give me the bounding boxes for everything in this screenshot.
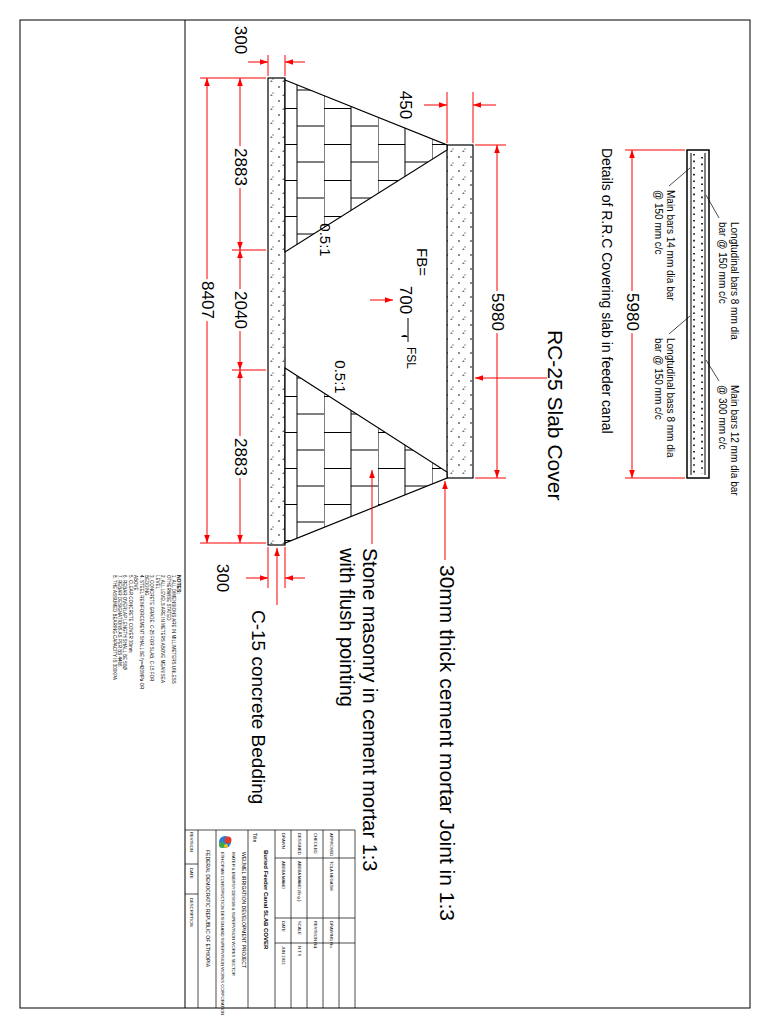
note-line: 5. CLEAR CONCRETE COVER 30mm (127, 575, 132, 695)
title-block-text: REVISION No. (313, 921, 318, 949)
masonry-wall (285, 80, 447, 252)
title-block-text: DATE (281, 921, 286, 932)
title-block-text: 1 (313, 946, 318, 948)
fsl-marker (401, 318, 408, 342)
callout-text: RC-25 Slab Cover (543, 330, 567, 500)
title-block-text: DESIGNED (297, 833, 302, 855)
title-block-text: TOLA NEGASH (329, 861, 334, 890)
dimension-text: 2883 (230, 146, 250, 188)
company-logo (219, 836, 232, 848)
freeboard-value: 700 (395, 286, 415, 314)
title-block-text: DATE (189, 868, 194, 879)
title-block-text: DRAWN (281, 833, 286, 849)
dimension-text: 300 (230, 26, 250, 54)
dimension-text: 450 (395, 91, 415, 119)
concrete-bedding (268, 78, 285, 545)
dimension-text: 5980 (487, 291, 507, 333)
callout-text: Stone masonry in cement mortar 1:3 with … (335, 548, 381, 893)
dimension-text: 2040 (230, 289, 250, 331)
slope-label: 0.5:1 (316, 223, 333, 256)
title-block-text: WATER & ENERGY DESIGN & SUPERVISION WORK… (231, 852, 236, 976)
title-block-text: JUN 2022 (281, 946, 286, 965)
dimension-lines (200, 55, 685, 605)
title-block-text: REVISION (189, 832, 194, 852)
rebar-label: Main bars 14 mm dia bar @ 150 mm c/c (653, 190, 676, 310)
water-level-label: FSL (403, 347, 417, 369)
title-block-text: DRAWING No. (329, 921, 334, 949)
title-block-text: DESCRIPTION (189, 898, 194, 927)
drawing-title: Buried Feeder Canal SLAB COVER (263, 850, 270, 949)
title-block-grid (185, 830, 355, 1008)
title-block-text: Title (251, 833, 257, 842)
title-block-text: CHECKED (313, 833, 318, 853)
dimension-text: 2883 (230, 436, 250, 478)
title-block-text: ABEBA MAMO (Eng.) (297, 861, 302, 902)
notes-block: NOTES:1. ALL DIMENSIONS ARE IN MILLIMETE… (111, 575, 182, 695)
note-line: 6. REBAR OVERLAP LENGTH SHALL BE 50Ø (122, 575, 127, 695)
callout-text: C-15 concrete Bedding (247, 610, 269, 804)
slope-label: 0.5:1 (331, 360, 348, 393)
note-line: 7. REBAR DESIGNATIONS AS PER BS 4466 (117, 575, 122, 695)
rebar-label: Longtudinal bass 8 mm dia bar @ 150 mm c… (653, 338, 676, 468)
title-block-text: FEDERAL DEMOCRATIC REPUBLIC OF ETHIOPIA (204, 850, 210, 967)
rebar-label: Main bars 12 mm dia bar @ 300 mm c/c (717, 385, 740, 505)
title-block-text: APPROVED (329, 833, 334, 856)
slab-detail (669, 150, 719, 478)
notes-heading: NOTES: (176, 575, 182, 695)
masonry-wall (285, 368, 447, 543)
title-block-text: ABEBA MAMO (281, 861, 286, 889)
title-block-text: ETHIOPIAN CONSTRUCTION DESIGN AND SUPERV… (220, 852, 225, 1015)
note-line: 4. STEEL REINFORCEMENT SHALL BE fy=420MP… (133, 575, 144, 695)
rebar-label: Longtudinal bars 8 mm dia bar @ 150 mm c… (717, 222, 740, 342)
dimension-text: 8407 (197, 279, 217, 321)
title-block-text: SCALE (297, 921, 302, 935)
note-line: 2. ALL LEVELS ARE IN METERS ABOVE MEAN S… (154, 575, 165, 695)
title-block-text: WEIJMEL IRRIGATION DEVELOPMENT PROJECT (240, 852, 246, 968)
detail-heading: Details of R.R.C Covering slab in feeder… (599, 148, 615, 434)
freeboard-label: FB= (413, 248, 430, 276)
note-line: 8. THE ASSUMED BEARING CAPACITY IS 300KP… (111, 575, 116, 695)
title-block-text: N.T.S (297, 946, 302, 956)
rc-slab-cover (447, 145, 473, 478)
sheet-frame (20, 20, 750, 1008)
dimension-text: 5980 (622, 291, 642, 333)
dimension-text: 300 (212, 564, 232, 592)
note-line: 3. CONCRETE GRADE: C-25 FOR SLAB, C-15 F… (144, 575, 155, 695)
note-line: 1. ALL DIMENSIONS ARE IN MILLIMETERS UNL… (165, 575, 176, 695)
callout-text: 30mm thick cement mortar Joint in 1:3 (435, 565, 459, 921)
frame-line (185, 20, 186, 1008)
